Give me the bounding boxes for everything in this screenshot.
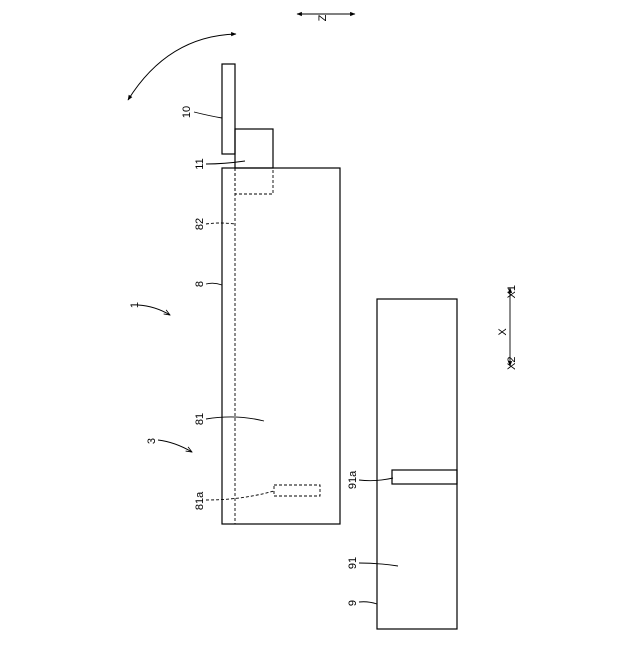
- part-8-body: [222, 168, 340, 524]
- ref-3-label: 3: [146, 438, 158, 444]
- ref-91-label: 91: [347, 557, 359, 569]
- ref-81-label: 81: [194, 413, 206, 425]
- ref-81a-label: 81a: [194, 491, 206, 510]
- part-11-block: [235, 129, 273, 168]
- ref-9-label: 9: [347, 600, 359, 606]
- x2-label: X2: [506, 357, 518, 370]
- part-11-hidden-outline: [235, 168, 273, 194]
- part-91a-slot: [392, 470, 457, 484]
- ref-82-label: 82: [194, 218, 206, 230]
- ref-11-leader: [206, 161, 245, 164]
- x1-label: X1: [506, 285, 518, 298]
- ref-1-arrow: [138, 305, 170, 315]
- ref-82-leader: [206, 223, 235, 224]
- ref-10-label: 10: [181, 106, 193, 118]
- ref-8-label: 8: [194, 281, 206, 287]
- ref-91a-leader: [359, 478, 393, 481]
- rotation-arrow: [128, 34, 236, 100]
- ref-1-label: 1: [129, 302, 141, 308]
- part-81a-hidden-rect: [274, 485, 320, 496]
- z-axis-label: Z: [317, 14, 329, 21]
- x-axis-label: X: [497, 328, 509, 336]
- ref-8-leader: [206, 283, 222, 285]
- ref-91a-label: 91a: [347, 470, 359, 489]
- ref-3-arrow: [158, 440, 192, 452]
- part-10-plate: [222, 64, 235, 154]
- part-9-body: [377, 299, 457, 629]
- ref-10-leader: [194, 112, 222, 118]
- ref-11-label: 11: [194, 158, 206, 169]
- ref-91-leader: [359, 563, 398, 566]
- ref-81a-leader: [206, 491, 274, 500]
- ref-9-leader: [359, 602, 377, 604]
- z-axis-indicator: Z: [297, 14, 355, 21]
- x-axis-indicator: X X1 X2: [497, 285, 518, 370]
